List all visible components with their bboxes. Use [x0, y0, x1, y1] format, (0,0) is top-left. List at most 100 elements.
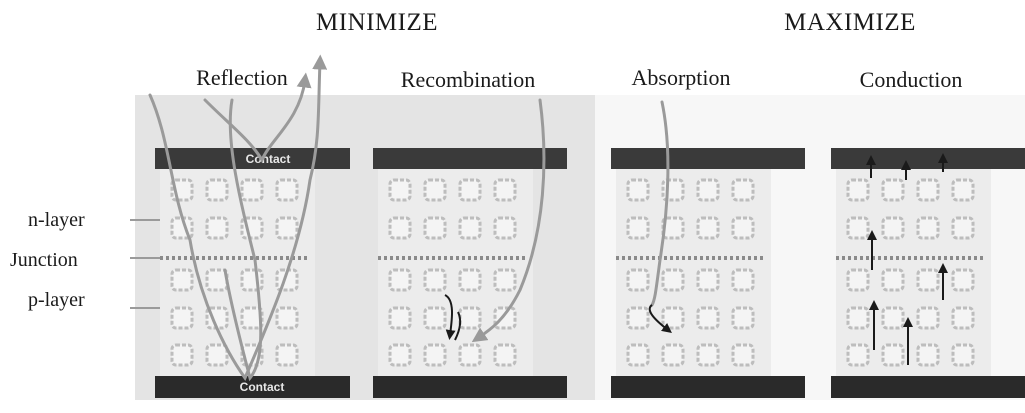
lattice-atom	[696, 178, 720, 202]
lattice-atom	[388, 268, 412, 292]
lattice-atom	[731, 268, 755, 292]
lattice-atom	[423, 268, 447, 292]
lattice-atom	[388, 178, 412, 202]
lattice-atom	[458, 216, 482, 240]
reflected-ray-2	[148, 54, 328, 382]
lattice-atom	[458, 268, 482, 292]
lattice-atom	[916, 268, 940, 292]
lattice-atom	[205, 216, 229, 240]
lattice-atom	[696, 306, 720, 330]
panel-title-recombination: Recombination	[401, 67, 535, 92]
lattice-atom	[205, 178, 229, 202]
recombination-light-ray	[471, 98, 546, 343]
lattice-atom	[916, 178, 940, 202]
lattice-atom	[881, 216, 905, 240]
recombination-bottom-contact	[373, 376, 567, 398]
reflection-panel	[160, 169, 315, 376]
lattice-atom	[661, 343, 685, 367]
minimize-heading: MINIMIZE	[316, 9, 438, 36]
lattice-atom	[661, 268, 685, 292]
lattice-atom	[951, 216, 975, 240]
lattice-atom	[661, 306, 685, 330]
p-layer-label: p-layer	[28, 289, 85, 311]
lattice-atom	[846, 343, 870, 367]
recombination-panel	[378, 169, 533, 376]
recombination-top-contact	[373, 148, 567, 169]
junction-label: Junction	[10, 249, 78, 271]
n-layer-label: n-layer	[28, 209, 85, 231]
lattice-atom	[423, 178, 447, 202]
lattice-atom	[846, 178, 870, 202]
reflection-top-contact	[155, 148, 350, 169]
lattice-atom	[275, 343, 299, 367]
lattice-atom	[388, 306, 412, 330]
lattice-atom	[240, 178, 264, 202]
conduction-top-contact	[831, 148, 1025, 169]
lattice-atom	[731, 343, 755, 367]
lattice-atom	[423, 343, 447, 367]
lattice-atom	[696, 268, 720, 292]
lattice-atom	[951, 306, 975, 330]
lattice-atom	[626, 306, 650, 330]
lattice-atom	[916, 216, 940, 240]
lattice-atom	[951, 343, 975, 367]
lattice-atom	[275, 216, 299, 240]
lattice-atom	[881, 343, 905, 367]
lattice-atom	[626, 178, 650, 202]
lattice-atom	[846, 306, 870, 330]
lattice-atom	[696, 343, 720, 367]
absorption-light-ray	[650, 100, 670, 307]
lattice-atom	[731, 216, 755, 240]
lattice-atom	[881, 178, 905, 202]
lattice-atom	[493, 306, 517, 330]
reflected-ray-1	[203, 72, 312, 164]
lattice-atom	[916, 306, 940, 330]
absorption-bottom-contact	[611, 376, 805, 398]
lattice-atom	[881, 268, 905, 292]
lattice-atom	[423, 306, 447, 330]
lattice-atom	[170, 343, 194, 367]
lattice-atom	[846, 268, 870, 292]
lattice-atom	[493, 216, 517, 240]
panel-title-absorption: Absorption	[632, 65, 731, 90]
lattice-atom	[731, 178, 755, 202]
lattice-atom	[423, 216, 447, 240]
lattice-atom	[846, 216, 870, 240]
conduction-carrier-paths	[866, 153, 948, 365]
lattice-atom	[951, 268, 975, 292]
conduction-bottom-contact	[831, 376, 1025, 398]
panel-title-conduction: Conduction	[860, 67, 963, 92]
lattice-atom	[731, 306, 755, 330]
reflection-top-contact-label: Contact	[246, 152, 291, 166]
maximize-heading: MAXIMIZE	[784, 9, 916, 36]
lattice-atom	[916, 343, 940, 367]
lattice-atom	[493, 178, 517, 202]
lattice-atom	[458, 178, 482, 202]
reflection-bottom-contact-label: Contact	[240, 380, 285, 394]
reflected-ray-3	[223, 98, 263, 382]
lattice-atom	[881, 306, 905, 330]
reflection-bottom-contact	[155, 376, 350, 398]
lattice-atom	[626, 343, 650, 367]
panel-title-reflection: Reflection	[196, 65, 288, 90]
lattice-atom	[696, 216, 720, 240]
recombination-carrier-paths	[444, 294, 462, 341]
absorption-carrier-paths	[648, 304, 672, 334]
lattice-atom	[626, 216, 650, 240]
absorption-top-contact	[611, 148, 805, 169]
lattice-atom	[205, 343, 229, 367]
lattice-atom	[275, 178, 299, 202]
lattice-atom	[240, 306, 264, 330]
lattice-atom	[170, 268, 194, 292]
lattice-atom	[275, 306, 299, 330]
lattice-atom	[388, 343, 412, 367]
reflection-light-rays	[148, 54, 328, 382]
absorption-panel	[616, 169, 771, 376]
lattice-atom	[388, 216, 412, 240]
lattice-atom	[458, 343, 482, 367]
lattice-atom	[626, 268, 650, 292]
lattice-atom	[493, 268, 517, 292]
lattice-atom	[951, 178, 975, 202]
conduction-panel	[836, 169, 991, 376]
lattice-atom	[170, 306, 194, 330]
